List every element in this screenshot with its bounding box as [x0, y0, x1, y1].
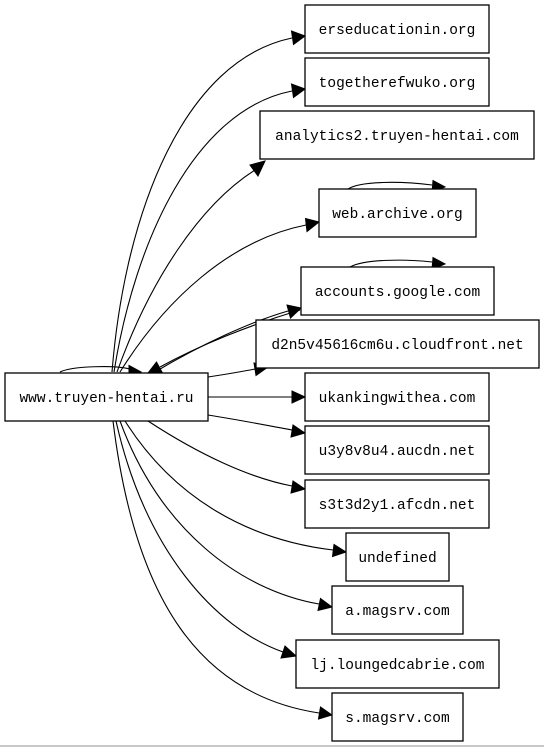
node-analytics2[interactable]: analytics2.truyen-hentai.com — [259, 110, 535, 160]
node-label: s3t3d2y1.afcdn.net — [319, 498, 476, 514]
node-accounts-google[interactable]: accounts.google.com — [300, 266, 495, 316]
edge-to-a-magsrv — [119, 420, 334, 612]
edge-to-s-magsrv — [112, 420, 334, 720]
node-cloudfront[interactable]: d2n5v45616cm6u.cloudfront.net — [255, 319, 540, 369]
edge-to-loungedcabrie — [115, 420, 298, 659]
edge-to-erseducationin — [111, 30, 307, 373]
node-label: a.magsrv.com — [345, 604, 449, 620]
edge-to-togetherefwuko — [113, 83, 307, 373]
node-label: accounts.google.com — [315, 285, 480, 301]
node-web-archive[interactable]: web.archive.org — [318, 188, 477, 238]
nodes-layer: www.truyen-hentai.ru erseducationin.org … — [4, 4, 540, 742]
node-afcdn[interactable]: s3t3d2y1.afcdn.net — [304, 479, 490, 529]
node-label: d2n5v45616cm6u.cloudfront.net — [271, 338, 523, 354]
node-label: lj.loungedcabrie.com — [310, 658, 484, 674]
node-erseducationin[interactable]: erseducationin.org — [304, 4, 490, 54]
node-togetherefwuko[interactable]: togetherefwuko.org — [304, 57, 490, 107]
node-aucdn[interactable]: u3y8v8u4.aucdn.net — [304, 425, 490, 475]
node-s-magsrv[interactable]: s.magsrv.com — [331, 692, 464, 742]
edge-to-analytics2 — [116, 160, 266, 373]
node-label: ukankingwithea.com — [319, 391, 476, 407]
edge-to-afcdn — [147, 420, 307, 494]
node-a-magsrv[interactable]: a.magsrv.com — [331, 585, 464, 635]
node-source[interactable]: www.truyen-hentai.ru — [4, 372, 209, 422]
node-label: www.truyen-hentai.ru — [19, 391, 193, 407]
node-label: analytics2.truyen-hentai.com — [275, 129, 519, 145]
edge-to-aucdn — [207, 414, 307, 438]
node-ukankingwithea[interactable]: ukankingwithea.com — [304, 372, 490, 422]
node-loungedcabrie[interactable]: lj.loungedcabrie.com — [295, 639, 500, 689]
node-label: web.archive.org — [332, 207, 463, 223]
edge-to-ukankingwithea — [208, 390, 307, 404]
node-label: undefined — [358, 551, 436, 567]
edge-to-undefined — [124, 420, 348, 558]
node-undefined[interactable]: undefined — [345, 532, 450, 582]
node-label: togetherefwuko.org — [319, 76, 476, 92]
edges-layer — [59, 30, 447, 720]
node-label: u3y8v8u4.aucdn.net — [319, 444, 476, 460]
node-label: erseducationin.org — [319, 23, 476, 39]
node-label: s.magsrv.com — [345, 711, 449, 727]
bottom-border — [0, 745, 544, 747]
edge-to-web-archive — [119, 217, 321, 373]
